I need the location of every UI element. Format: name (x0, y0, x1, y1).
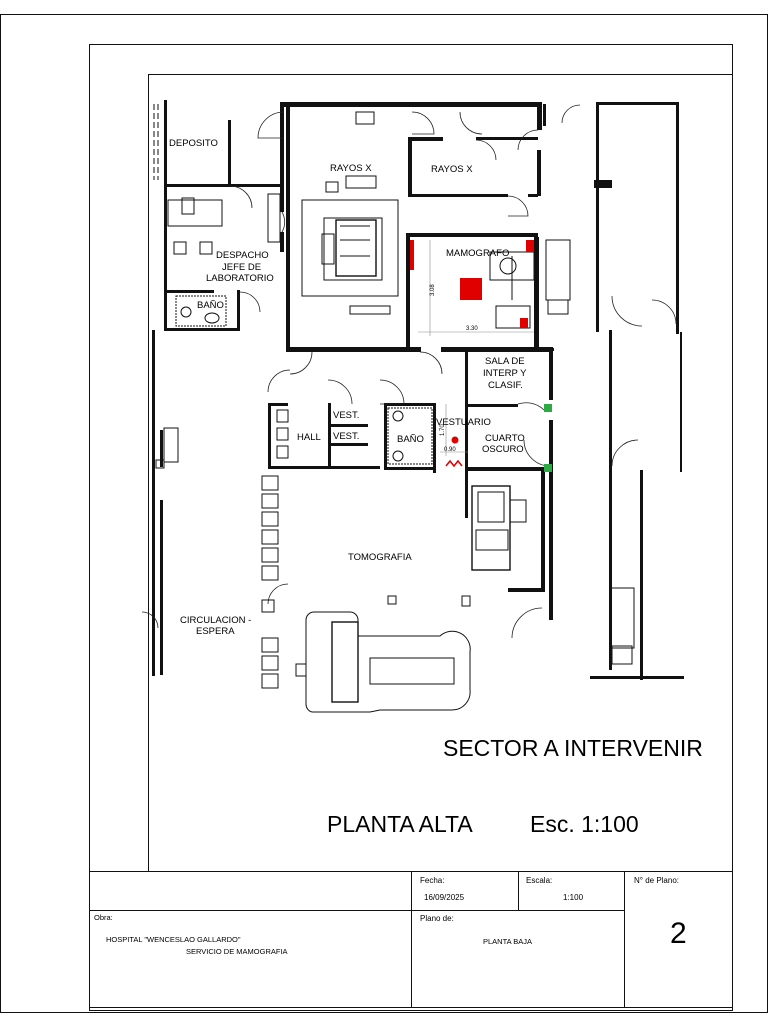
stretcher-top (545, 239, 571, 315)
hall-chairs (276, 409, 289, 459)
escala-value: 1:100 (563, 893, 584, 902)
misc-elements (155, 180, 612, 469)
waiting-chairs (261, 475, 279, 689)
dimension-label-090: 0.90 (444, 447, 456, 453)
dimension-label-330: 3.30 (466, 326, 478, 332)
room-label-tomografia: TOMOGRAFIA (348, 552, 412, 563)
bano-2-fixtures (387, 407, 433, 465)
room-label-deposito: DEPOSITO (169, 138, 218, 149)
door-marker-2 (544, 464, 552, 472)
despacho-furniture (167, 193, 281, 255)
room-label-sala-3: CLASIF. (488, 380, 523, 391)
plano-number-value: 2 (670, 917, 687, 950)
sector-highlights (410, 240, 552, 472)
room-label-vest-1: VEST. (333, 410, 359, 421)
mamografo-wall-highlight-left (410, 240, 414, 270)
sheet-frames (0, 14, 768, 1013)
stretcher-bottom (609, 587, 635, 665)
cuarto-oscuro-equipment (471, 485, 527, 571)
plan-scale-label: Esc. 1:100 (530, 811, 639, 837)
room-label-despacho-2: JEFE DE (222, 262, 261, 273)
rayos-x-1-equipment (301, 111, 399, 315)
dimension-labels: 3.08 3.30 1.70 0.90 (430, 284, 478, 453)
vestuario-highlight-dot (451, 436, 459, 444)
room-label-bano-1: BAÑO (197, 300, 224, 311)
mamografo-wall-highlight-right (526, 240, 534, 252)
fecha-value: 16/09/2025 (424, 893, 465, 902)
escala-label: Escala: (526, 876, 552, 885)
dimension-label-308: 3.08 (430, 284, 436, 296)
room-label-cuarto-2: OSCURO (482, 444, 524, 455)
room-label-sala-2: INTERP Y (483, 368, 527, 379)
room-labels: DEPOSITO RAYOS X RAYOS X DESPACHO JEFE D… (169, 138, 527, 637)
vestuario-red-zigzag (445, 459, 463, 468)
doors (141, 104, 677, 639)
room-label-rayos-x-1: RAYOS X (330, 163, 372, 174)
room-label-despacho-3: LABORATORIO (206, 273, 274, 284)
room-label-despacho-1: DESPACHO (216, 250, 269, 261)
room-label-rayos-x-2: RAYOS X (431, 164, 473, 175)
room-label-cuarto-1: CUARTO (485, 433, 525, 444)
fecha-label: Fecha: (420, 876, 444, 885)
door-marker-1 (544, 404, 552, 412)
room-label-circulacion-2: ESPERA (196, 626, 235, 637)
mamografo-equipment (489, 251, 535, 329)
bano-1-fixtures (175, 295, 227, 327)
plano-de-label: Plano de: (420, 914, 454, 923)
walls (152, 100, 684, 680)
mamografo-corner-highlight (520, 318, 528, 328)
plano-de-value: PLANTA BAJA (483, 937, 532, 946)
plan-name-label: PLANTA ALTA (327, 811, 473, 837)
room-label-bano-2: BAÑO (397, 434, 424, 445)
plano-number-label: N° de Plano: (634, 876, 679, 885)
room-label-vest-2: VEST. (333, 431, 359, 442)
tomografo (295, 595, 471, 713)
sector-a-intervenir-label: SECTOR A INTERVENIR (443, 735, 703, 761)
dimension-label-170: 1.70 (440, 424, 446, 436)
mamografo-highlight-square (460, 278, 482, 300)
title-block: Fecha: 16/09/2025 Escala: 1:100 N° de Pl… (89, 871, 733, 1008)
dimension-lines (418, 240, 534, 456)
room-label-circulacion-1: CIRCULACION - (180, 615, 251, 626)
deposito-shelves (153, 104, 159, 180)
room-label-hall: HALL (297, 432, 321, 443)
room-label-sala-1: SALA DE (485, 356, 525, 367)
obra-line-2: SERVICIO DE MAMOGRAFIA (186, 947, 288, 956)
obra-label: Obra: (94, 913, 113, 922)
obra-line-1: HOSPITAL "WENCESLAO GALLARDO" (106, 935, 241, 944)
room-label-mamografo: MAMOGRAFO (446, 248, 509, 259)
room-label-vestuario: VESTUARIO (436, 417, 491, 428)
